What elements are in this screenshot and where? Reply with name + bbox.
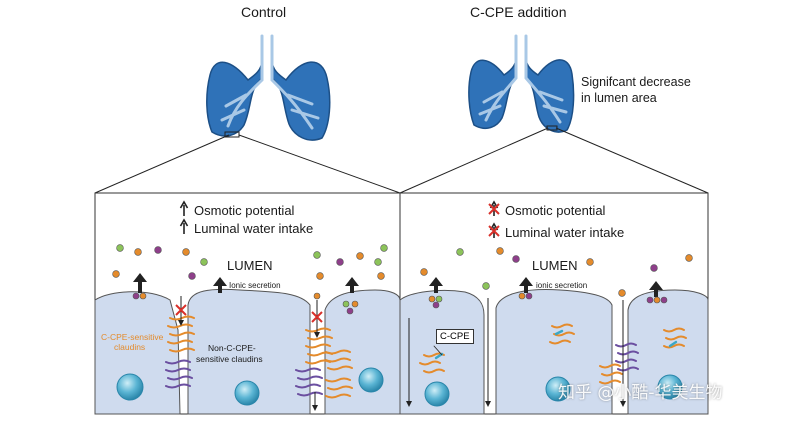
nucleus	[116, 373, 144, 401]
lumen-note-line2: in lumen area	[581, 91, 657, 105]
nucleus	[234, 380, 260, 406]
sensitive-claudins-label-1: C-CPE-sensitive	[101, 332, 164, 342]
control-lung-icon	[206, 34, 331, 141]
control-arrows	[133, 200, 359, 411]
control-cells	[94, 288, 401, 415]
control-osmotic-label: Osmotic potential	[194, 203, 295, 218]
ccpe-arrows	[406, 200, 663, 407]
ccpe-molecule-box: C-CPE	[436, 329, 474, 344]
zoom-line	[399, 127, 549, 194]
control-water-label: Luminal water intake	[194, 221, 314, 236]
ccpe-ionic-label: ionic secretion	[536, 281, 588, 290]
nucleus	[545, 376, 571, 402]
zoom-box	[224, 131, 240, 138]
nucleus	[424, 381, 450, 407]
control-ions	[112, 244, 388, 315]
nonsensitive-claudins-label-2: sensitive claudins	[196, 354, 263, 364]
watermark: 知乎 @小酷-华美生物	[558, 383, 723, 403]
nonsensitive-claudins-label-1: Non-C-CPE-	[208, 343, 256, 353]
sensitive-claudins-label-2: claudins	[114, 342, 146, 352]
control-lumen-label: LUMEN	[227, 258, 273, 273]
control-title: Control	[241, 4, 287, 20]
zoom-line	[94, 134, 230, 194]
ccpe-water-label: Luminal water intake	[505, 225, 625, 240]
ccpe-molecules	[433, 329, 678, 360]
zoom-box	[546, 125, 558, 131]
zoom-line	[555, 127, 709, 194]
lumen-note-line1: Signifcant decrease	[581, 75, 691, 89]
nucleus	[358, 367, 384, 393]
control-ionic-label: Ionic secretion	[229, 281, 281, 290]
ccpe-osmotic-label: Osmotic potential	[505, 203, 606, 218]
ccpe-lung-icon	[468, 34, 575, 133]
nucleus	[657, 374, 683, 400]
ccpe-ions	[420, 247, 693, 309]
ccpe-cells	[399, 289, 709, 415]
zoom-line	[238, 134, 401, 194]
ccpe-lumen-label: LUMEN	[532, 258, 578, 273]
control-claudins	[165, 315, 353, 399]
ccpe-title: C-CPE addition	[470, 4, 567, 20]
